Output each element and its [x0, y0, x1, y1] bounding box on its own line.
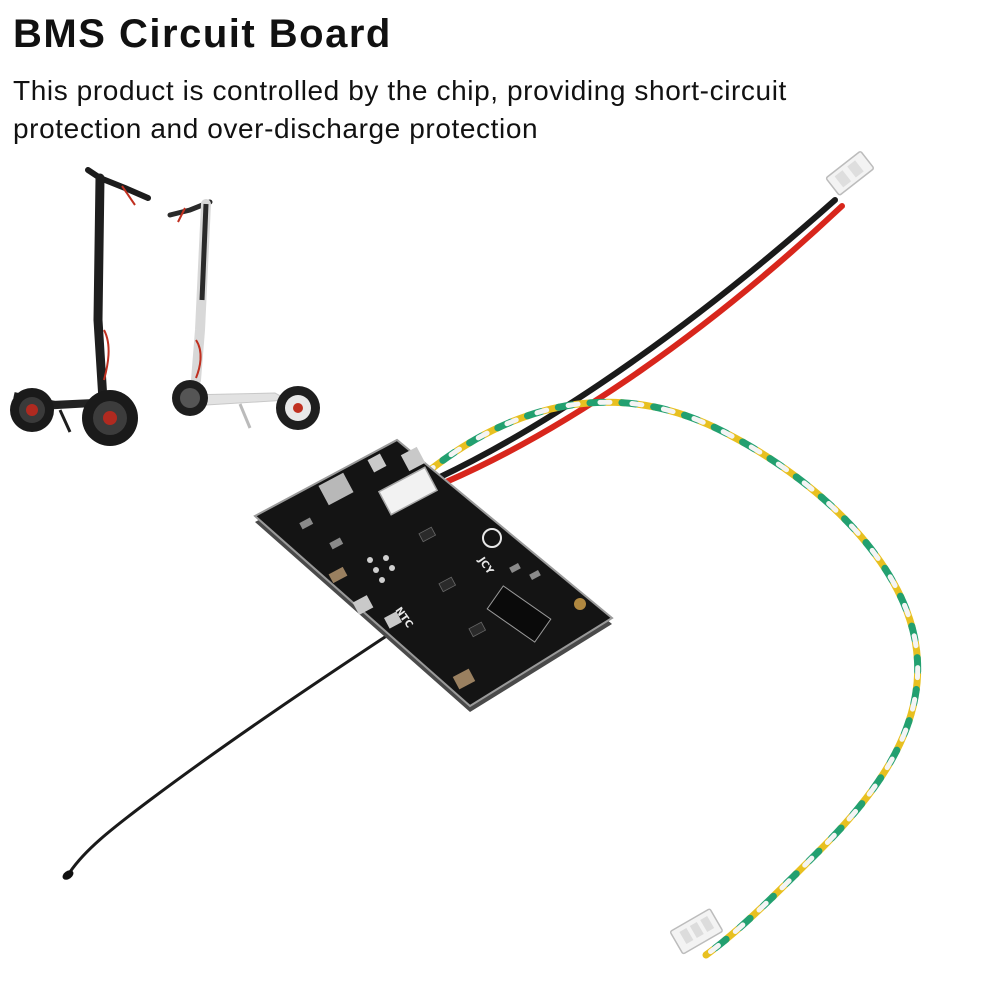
- product-description: This product is controlled by the chip, …: [13, 75, 787, 144]
- power-cable: [435, 197, 845, 485]
- black-scooter-image: [10, 167, 151, 446]
- white-scooter-image: [167, 199, 320, 430]
- ntc-sensor-tip: [62, 870, 74, 880]
- bms-board: JCY NTC: [253, 438, 614, 712]
- signal-connector: [669, 908, 723, 955]
- signal-cable: [426, 398, 922, 959]
- ntc-sensor-wire: [68, 633, 390, 874]
- page-title: BMS Circuit Board: [13, 12, 392, 56]
- power-connector: [825, 151, 875, 196]
